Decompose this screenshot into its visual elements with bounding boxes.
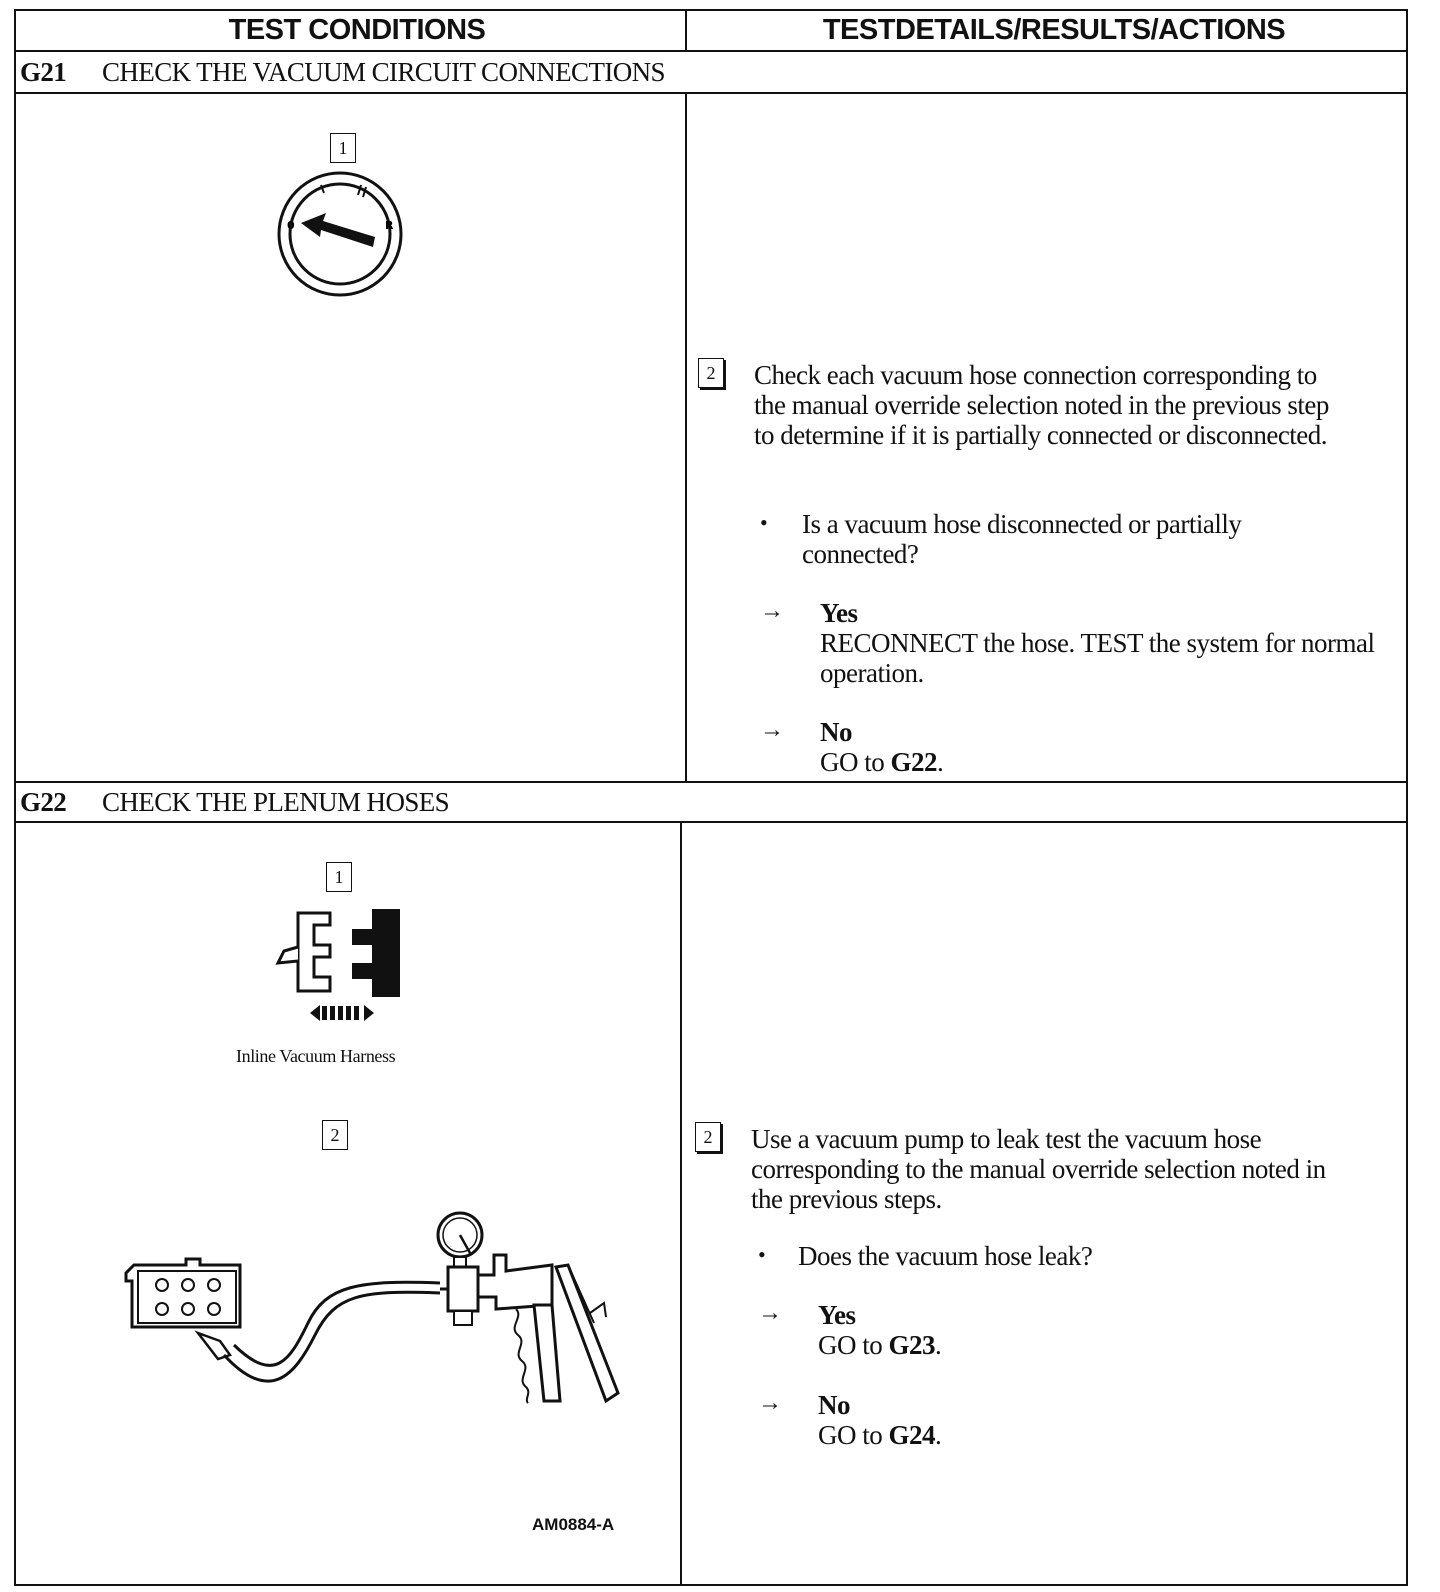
section-g22-column-divider <box>680 822 682 1586</box>
section-id: G22 <box>20 786 67 817</box>
yes-action: RECONNECT the hose. TEST the system for … <box>820 628 1375 688</box>
instruction-text: Use a vacuum pump to leak test the vacuu… <box>751 1124 1326 1214</box>
no-label: No <box>820 717 853 747</box>
header-test-conditions: TEST CONDITIONS <box>228 14 486 46</box>
section-title-g22: G22 CHECK THE PLENUM HOSES <box>20 783 450 821</box>
selector-dial-icon: 0 R <box>277 171 403 297</box>
svg-text:0: 0 <box>287 219 295 232</box>
yes-action-suffix: . <box>935 1330 942 1360</box>
question-text: Is a vacuum hose disconnected or partial… <box>802 509 1242 569</box>
table-header: TEST CONDITIONS TESTDETAILS/RESULTS/ACTI… <box>14 9 1408 52</box>
section-heading: CHECK THE VACUUM CIRCUIT CONNECTIONS <box>102 56 666 87</box>
no-action-prefix: GO to <box>818 1420 889 1450</box>
yes-option: Yes RECONNECT the hose. TEST the system … <box>820 598 1380 688</box>
svg-text:R: R <box>385 219 394 232</box>
step-2-marker: 2 <box>698 358 724 388</box>
bullet-icon: • <box>758 1242 766 1267</box>
section-g22-divider <box>14 821 1408 823</box>
right-arrow-icon: → <box>760 717 784 743</box>
harness-caption: Inline Vacuum Harness <box>236 1046 396 1066</box>
no-option: No GO to G24. <box>818 1390 1358 1450</box>
no-action-suffix: . <box>937 747 944 777</box>
header-test-details: TESTDETAILS/RESULTS/ACTIONS <box>822 14 1286 46</box>
figure-code: AM0884-A <box>532 1515 615 1534</box>
header-column-divider <box>685 9 687 52</box>
no-action-suffix: . <box>935 1420 942 1450</box>
question-text: Does the vacuum hose leak? <box>798 1241 1093 1271</box>
yes-option: Yes GO to G23. <box>818 1300 1358 1360</box>
table-frame <box>14 9 1408 1586</box>
right-arrow-icon: → <box>758 1300 782 1326</box>
instruction-text: Check each vacuum hose connection corres… <box>754 360 1329 450</box>
header-divider <box>14 50 1408 52</box>
section-g21-column-divider <box>685 93 687 782</box>
no-action-target: G24 <box>888 1420 936 1450</box>
step-1-marker: 1 <box>330 133 356 163</box>
inline-vacuum-harness-icon <box>275 909 400 1021</box>
step-2-marker: 2 <box>695 1122 721 1152</box>
yes-label: Yes <box>818 1300 856 1330</box>
section-title-g21: G21 CHECK THE VACUUM CIRCUIT CONNECTIONS <box>20 53 666 91</box>
yes-label: Yes <box>820 598 858 628</box>
section-g21-divider <box>14 92 1408 94</box>
yes-action-target: G23 <box>888 1330 936 1360</box>
no-option: No GO to G22. <box>820 717 1360 777</box>
yes-action-prefix: GO to <box>818 1330 889 1360</box>
section-g22-top-divider <box>14 781 1408 783</box>
no-label: No <box>818 1390 851 1420</box>
bullet-icon: • <box>760 510 768 535</box>
right-arrow-icon: → <box>758 1390 782 1416</box>
vacuum-pump-icon <box>124 1211 620 1404</box>
section-id: G21 <box>20 56 67 87</box>
step-1-marker: 1 <box>326 862 352 892</box>
right-arrow-icon: → <box>760 598 784 624</box>
step-2-figure-marker: 2 <box>322 1120 348 1150</box>
no-action-target: G22 <box>890 747 938 777</box>
no-action-prefix: GO to <box>820 747 891 777</box>
section-heading: CHECK THE PLENUM HOSES <box>102 786 450 817</box>
